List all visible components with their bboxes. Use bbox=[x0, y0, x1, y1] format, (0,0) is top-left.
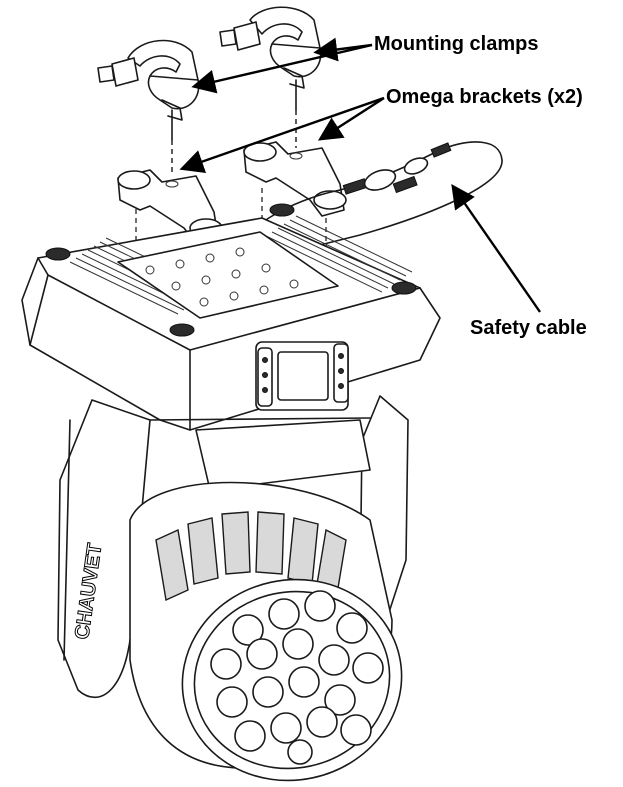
fixture-head bbox=[129, 481, 403, 782]
arrow-clamp-right bbox=[313, 37, 373, 62]
mounting-clamp-right bbox=[219, 6, 322, 111]
arrow-clamp-left bbox=[191, 43, 373, 94]
display-panel bbox=[255, 341, 349, 411]
arrow-omega-left bbox=[179, 96, 385, 173]
label-mounting-clamps: Mounting clamps bbox=[374, 33, 539, 55]
callout-arrows bbox=[179, 37, 541, 313]
mounting-clamp-left bbox=[97, 39, 200, 141]
label-omega-brackets: Omega brackets (x2) bbox=[386, 86, 583, 108]
arrow-omega-right bbox=[317, 96, 385, 141]
heatsink-fins-right bbox=[265, 215, 413, 293]
omega-bracket-right bbox=[243, 141, 347, 217]
head-vents bbox=[155, 511, 347, 602]
fixture-base bbox=[21, 203, 441, 431]
led-lens-array bbox=[210, 590, 384, 765]
arrow-safety-cable bbox=[451, 184, 541, 313]
mounting-plate-holes bbox=[145, 247, 299, 307]
label-safety-cable: Safety cable bbox=[470, 317, 587, 339]
